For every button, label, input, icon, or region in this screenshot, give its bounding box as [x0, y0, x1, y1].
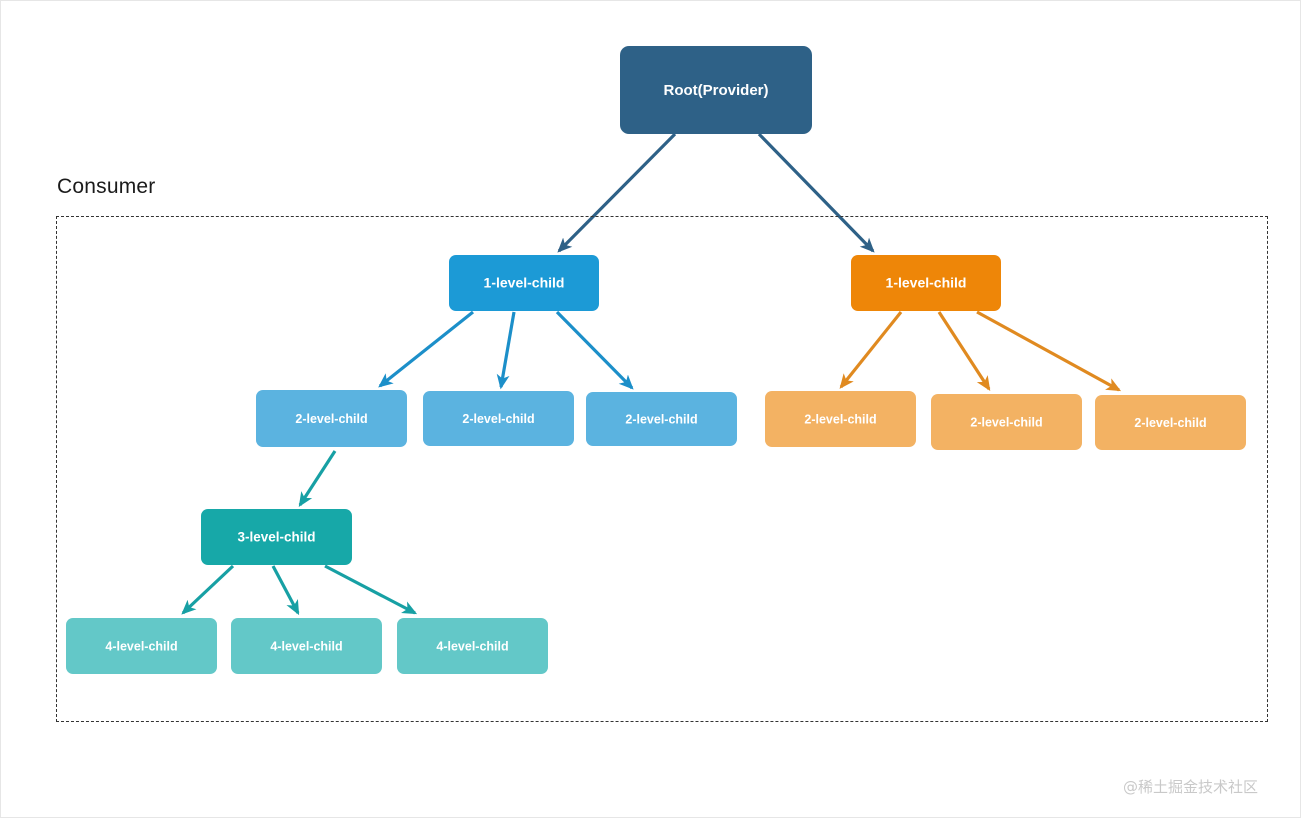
- node-b3[interactable]: 3-level-child: [201, 509, 352, 565]
- node-label-b1: 1-level-child: [484, 275, 565, 291]
- node-o2a[interactable]: 2-level-child: [765, 391, 916, 447]
- node-label-b3: 3-level-child: [237, 530, 315, 545]
- node-o2b[interactable]: 2-level-child: [931, 394, 1082, 450]
- node-box-b2c[interactable]: [586, 392, 737, 446]
- edge-b3-to-b4a: [181, 564, 235, 615]
- node-label-root: Root(Provider): [664, 82, 769, 99]
- node-o1[interactable]: 1-level-child: [851, 255, 1001, 311]
- node-box-o2c[interactable]: [1095, 395, 1246, 450]
- node-b1[interactable]: 1-level-child: [449, 255, 599, 311]
- node-o2c[interactable]: 2-level-child: [1095, 395, 1246, 450]
- edge-b1-to-b2b: [496, 311, 516, 390]
- node-box-b4c[interactable]: [397, 618, 548, 674]
- edge-b1-to-b2a: [378, 310, 474, 388]
- node-b4b[interactable]: 4-level-child: [231, 618, 382, 674]
- node-box-o1[interactable]: [851, 255, 1001, 311]
- node-label-b2c: 2-level-child: [625, 412, 697, 426]
- edge-b2a-to-b3: [298, 450, 337, 507]
- node-box-root[interactable]: [620, 46, 812, 134]
- edge-root-to-o1: [757, 132, 875, 253]
- node-b2c[interactable]: 2-level-child: [586, 392, 737, 446]
- edge-o1-to-o2a: [839, 311, 903, 389]
- edge-b3-to-b4b: [271, 565, 300, 616]
- node-label-b4c: 4-level-child: [436, 639, 508, 653]
- node-label-o2c: 2-level-child: [1134, 416, 1206, 430]
- consumer-group-title: Consumer: [57, 175, 156, 198]
- node-box-b3[interactable]: [201, 509, 352, 565]
- nodes-layer: Root(Provider) 1-level-child 1-level-child…: [66, 46, 1246, 674]
- node-label-b4a: 4-level-child: [105, 639, 177, 653]
- edge-o1-to-o2c: [976, 310, 1122, 392]
- edge-o1-to-o2b: [937, 311, 991, 391]
- node-b2a[interactable]: 2-level-child: [256, 390, 407, 447]
- node-label-b2b: 2-level-child: [462, 412, 534, 426]
- node-box-o2a[interactable]: [765, 391, 916, 447]
- node-label-b4b: 4-level-child: [270, 639, 342, 653]
- edge-b3-to-b4c: [324, 564, 418, 615]
- node-label-b2a: 2-level-child: [295, 412, 367, 426]
- node-b4c[interactable]: 4-level-child: [397, 618, 548, 674]
- watermark-label: @稀土掘金技术社区: [1123, 778, 1259, 796]
- node-box-b4a[interactable]: [66, 618, 217, 674]
- node-box-o2b[interactable]: [931, 394, 1082, 450]
- node-b2b[interactable]: 2-level-child: [423, 391, 574, 446]
- edge-b1-to-b2c: [555, 310, 634, 390]
- node-label-o2b: 2-level-child: [970, 415, 1042, 429]
- edge-root-to-b1: [557, 132, 677, 253]
- node-box-b2b[interactable]: [423, 391, 574, 446]
- node-box-b1[interactable]: [449, 255, 599, 311]
- node-root[interactable]: Root(Provider): [620, 46, 812, 134]
- node-b4a[interactable]: 4-level-child: [66, 618, 217, 674]
- node-box-b4b[interactable]: [231, 618, 382, 674]
- node-label-o1: 1-level-child: [886, 275, 967, 291]
- node-label-o2a: 2-level-child: [804, 412, 876, 426]
- node-box-b2a[interactable]: [256, 390, 407, 447]
- edges-layer: [181, 132, 1122, 616]
